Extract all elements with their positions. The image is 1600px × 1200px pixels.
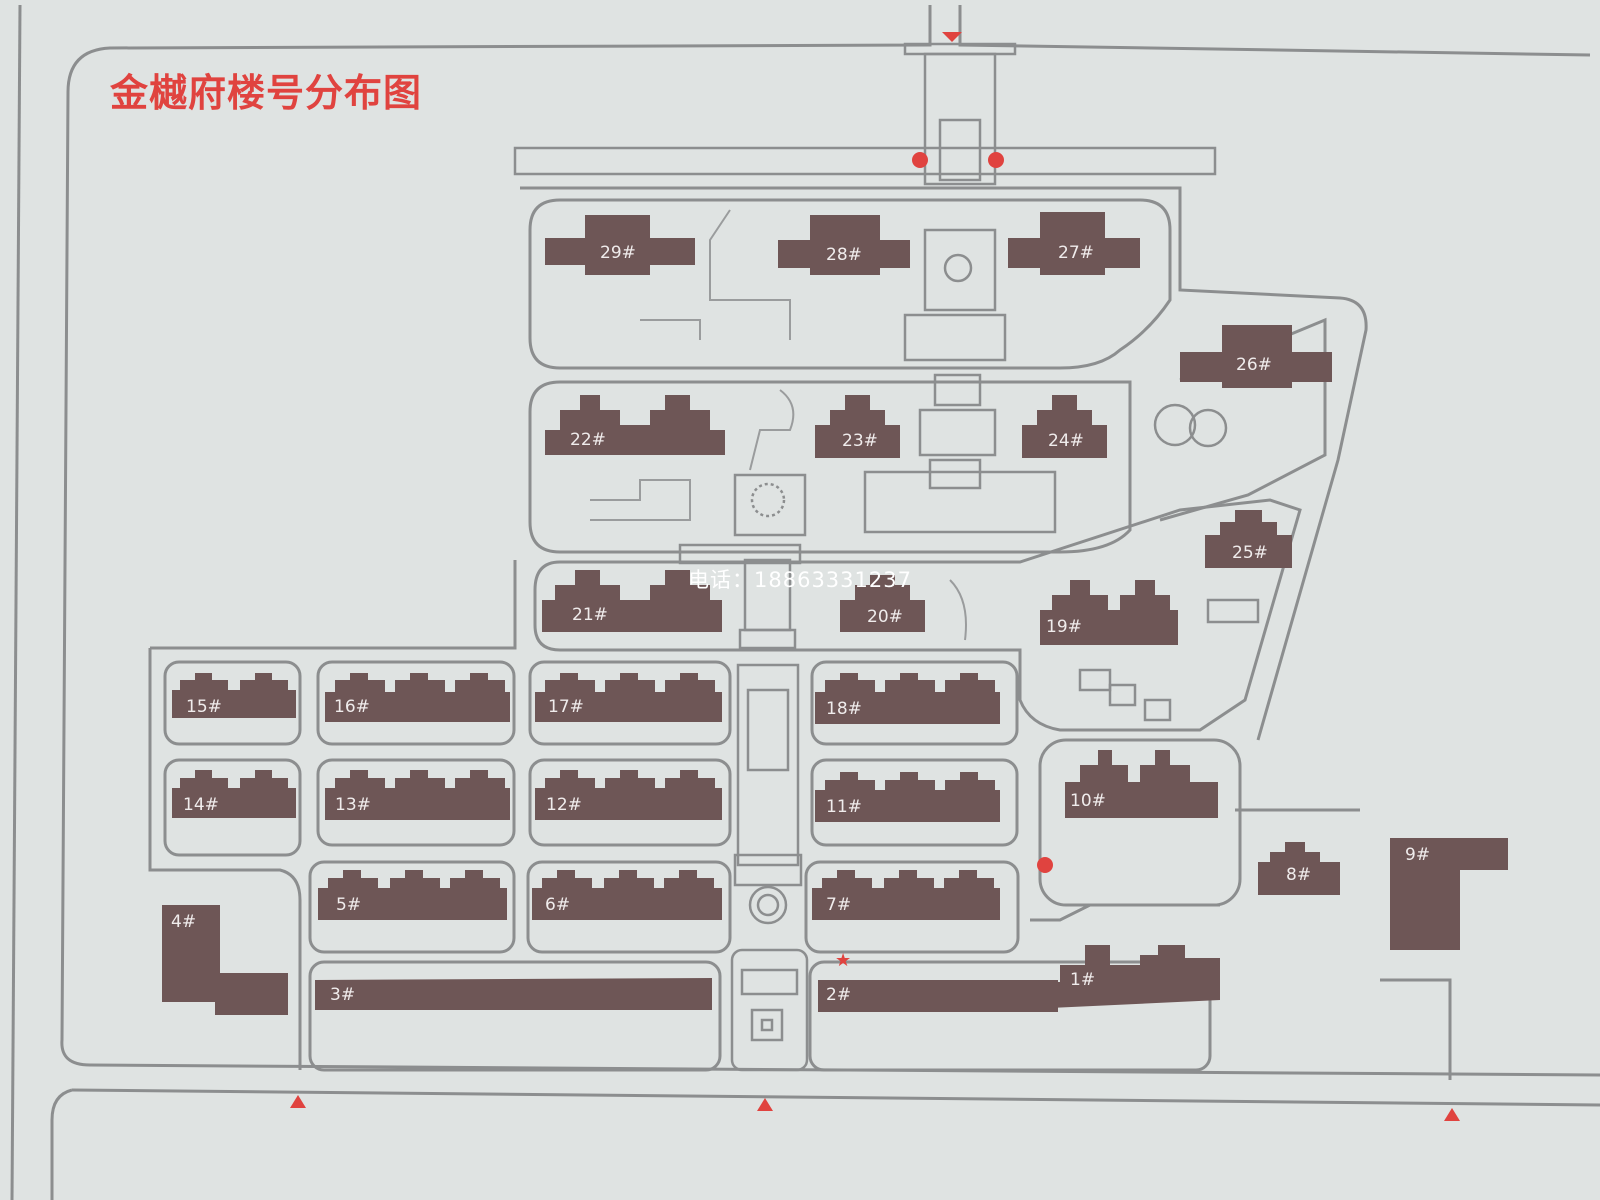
central-plaza <box>590 228 1260 722</box>
building-label: 24# <box>1048 431 1084 451</box>
building-label: 16# <box>334 697 370 717</box>
building-7[interactable]: 7# <box>812 870 1000 920</box>
buildings-layer: 29# 28# 27# 26# 22# 23# 24# <box>162 212 1508 1015</box>
building-9[interactable]: 9# <box>1390 838 1508 950</box>
building-label: 25# <box>1232 543 1268 563</box>
building-21[interactable]: 21# <box>542 570 722 632</box>
building-label: 14# <box>183 795 219 815</box>
building-12[interactable]: 12# <box>535 770 722 820</box>
building-label: 11# <box>826 797 862 817</box>
building-label: 27# <box>1058 243 1094 263</box>
building-19[interactable]: 19# <box>1040 580 1178 645</box>
building-14[interactable]: 14# <box>172 770 296 818</box>
building-13[interactable]: 13# <box>325 770 510 820</box>
building-label: 19# <box>1046 617 1082 637</box>
building-4[interactable]: 4# <box>162 905 288 1015</box>
building-3[interactable]: 3# <box>315 978 712 1010</box>
building-15[interactable]: 15# <box>172 673 296 718</box>
central-axis <box>730 663 809 1072</box>
building-label: 18# <box>826 699 862 719</box>
building-23[interactable]: 23# <box>815 395 900 458</box>
building-26[interactable]: 26# <box>1180 325 1332 388</box>
star-icon: ★ <box>835 950 851 971</box>
location-dot-icon <box>988 152 1004 168</box>
building-label: 23# <box>842 431 878 451</box>
phone-number: 电话：18863331237 <box>688 568 912 592</box>
building-label: 29# <box>600 243 636 263</box>
building-label: 3# <box>330 985 355 1005</box>
building-6[interactable]: 6# <box>532 870 722 920</box>
building-29[interactable]: 29# <box>545 215 695 275</box>
building-16[interactable]: 16# <box>325 673 510 722</box>
entrance-triangle-icon <box>942 32 962 42</box>
building-label: 9# <box>1405 845 1430 865</box>
building-1[interactable]: 1# <box>1050 945 1220 1008</box>
building-label: 17# <box>548 697 584 717</box>
building-label: 10# <box>1070 791 1106 811</box>
building-20[interactable]: 20# <box>840 575 925 632</box>
entrance-triangle-icon <box>757 1098 773 1111</box>
outer-roads <box>10 4 1600 1200</box>
building-27[interactable]: 27# <box>1008 212 1140 275</box>
entrance-triangle-icon <box>1444 1108 1460 1121</box>
building-label: 13# <box>335 795 371 815</box>
entrance-triangle-icon <box>290 1095 306 1108</box>
building-label: 28# <box>826 245 862 265</box>
map-title: 金樾府楼号分布图 <box>109 71 422 115</box>
building-2[interactable]: 2# <box>818 980 1058 1012</box>
location-dot-icon <box>1037 857 1053 873</box>
building-24[interactable]: 24# <box>1022 395 1107 458</box>
building-label: 8# <box>1286 865 1311 885</box>
building-18[interactable]: 18# <box>815 673 1000 724</box>
building-11[interactable]: 11# <box>815 772 1000 822</box>
building-28[interactable]: 28# <box>778 215 910 275</box>
location-dot-icon <box>912 152 928 168</box>
building-label: 4# <box>171 912 196 932</box>
building-label: 2# <box>826 985 851 1005</box>
building-label: 22# <box>570 430 606 450</box>
building-label: 15# <box>186 697 222 717</box>
residential-blocks <box>148 560 1452 1080</box>
building-17[interactable]: 17# <box>535 673 722 722</box>
building-label: 21# <box>572 605 608 625</box>
building-8[interactable]: 8# <box>1258 842 1340 895</box>
building-10[interactable]: 10# <box>1065 750 1218 818</box>
building-22[interactable]: 22# <box>545 395 725 455</box>
north-block-roads <box>528 198 1327 732</box>
building-label: 26# <box>1236 355 1272 375</box>
building-5[interactable]: 5# <box>318 870 507 920</box>
north-entrance <box>513 42 1368 741</box>
building-label: 1# <box>1070 970 1095 990</box>
building-label: 7# <box>826 895 851 915</box>
building-label: 5# <box>336 895 361 915</box>
building-label: 6# <box>545 895 570 915</box>
building-label: 12# <box>546 795 582 815</box>
building-25[interactable]: 25# <box>1205 510 1292 568</box>
building-label: 20# <box>867 607 903 627</box>
